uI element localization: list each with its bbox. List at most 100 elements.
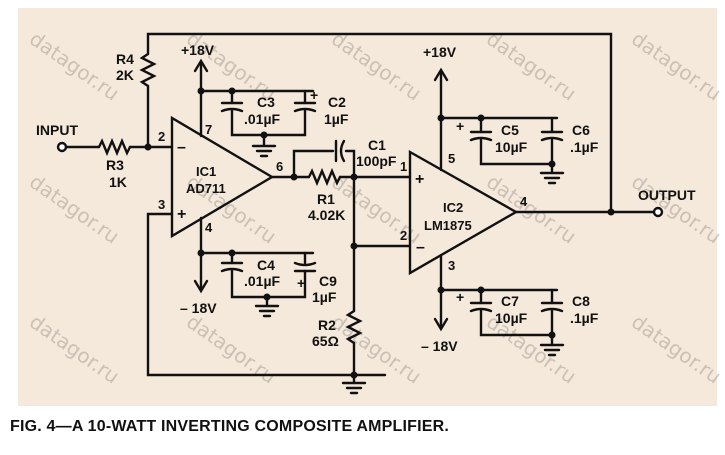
r2-ref: R2 — [318, 317, 336, 333]
r3-value: 1K — [109, 174, 127, 190]
junction-dot — [437, 286, 445, 294]
r2-resistor — [345, 309, 363, 345]
c7-plates — [469, 301, 493, 313]
c4-value: .01µF — [244, 273, 281, 289]
ic2-ref: IC2 — [443, 200, 463, 215]
output-terminal — [652, 206, 664, 218]
output-label: OUTPUT — [638, 187, 696, 203]
c5-polarity: + — [456, 118, 464, 134]
r3-ref: R3 — [106, 157, 124, 173]
c7-ref: C7 — [501, 293, 519, 309]
ic2-pin-vpos: 5 — [448, 151, 455, 166]
c5-plates — [469, 130, 493, 142]
ic2-part: LM1875 — [424, 218, 472, 233]
junction-dot — [350, 173, 358, 181]
ic2-pin-inv: 2 — [400, 228, 407, 243]
r4-ref: R4 — [116, 51, 134, 67]
c9-plates — [293, 261, 317, 273]
junction-dot — [260, 131, 268, 139]
ic1-pin-out: 6 — [276, 159, 283, 174]
c3-value: .01µF — [244, 111, 281, 127]
c6-ref: C6 — [572, 122, 590, 138]
r1-ref: R1 — [317, 191, 335, 207]
ic1-noninv-wire — [146, 212, 387, 377]
ic2-opamp — [408, 149, 519, 276]
c2-polarity: + — [310, 87, 318, 103]
input-label: INPUT — [36, 122, 78, 138]
c8-ref: C8 — [572, 293, 590, 309]
c1-plate-b — [339, 139, 346, 163]
ic1-ref: IC1 — [196, 164, 216, 179]
ic1-inv-sign: – — [177, 139, 186, 156]
junction-dot — [350, 371, 358, 379]
r2-value: 65Ω — [312, 333, 339, 349]
junction-dot — [548, 331, 556, 339]
ic2-vneg-arrow — [433, 317, 449, 332]
c3-plates — [220, 101, 244, 113]
ic1-noninv-sign: + — [177, 206, 186, 223]
c1-value: 100pF — [356, 153, 397, 169]
ic1-pin-inv: 2 — [158, 129, 165, 144]
ic2-vneg-label: – 18V — [421, 338, 458, 354]
ic2-pin-vneg: 3 — [448, 258, 455, 273]
r1-resistor — [307, 167, 342, 187]
junction-dot — [290, 173, 298, 181]
junction-dot — [437, 114, 445, 122]
junction-dot — [607, 208, 615, 216]
c6-value: .1µF — [570, 139, 599, 155]
junction-dot — [548, 160, 556, 168]
c9-value: 1µF — [312, 289, 337, 305]
ic2-vpos-label: +18V — [423, 44, 457, 60]
junction-dot — [263, 293, 271, 301]
junction-dot — [228, 87, 236, 95]
c2-plates — [293, 101, 317, 113]
c6-plates — [540, 130, 564, 142]
c4-ref: C4 — [257, 257, 275, 273]
r4-value: 2K — [116, 67, 134, 83]
junction-dot — [350, 242, 358, 250]
ic2-vneg-ground — [539, 333, 565, 357]
c2-value: 1µF — [324, 111, 349, 127]
c8-plates — [540, 301, 564, 313]
c1-ref: C1 — [368, 137, 386, 153]
ic1-pin-vneg: 4 — [205, 220, 213, 235]
c7-polarity: + — [456, 289, 464, 305]
r3-resistor — [97, 137, 132, 157]
c5-value: 10µF — [495, 139, 528, 155]
ic2-pin-noninv: 1 — [400, 159, 407, 174]
figure-caption: FIG. 4—A 10-WATT INVERTING COMPOSITE AMP… — [10, 418, 450, 435]
junction-dot — [477, 286, 485, 294]
c9-polarity: + — [297, 275, 305, 291]
ic2-vpos-ground — [539, 162, 565, 185]
ic1-vneg-label: – 18V — [180, 300, 217, 316]
ic1-vpos-ground — [251, 133, 277, 158]
ic2-inv-sign: – — [416, 239, 425, 256]
c5-ref: C5 — [501, 122, 519, 138]
junction-dot — [197, 87, 205, 95]
r4-resistor — [139, 52, 157, 88]
junction-dot — [197, 249, 205, 257]
ic1-pin-vpos: 7 — [205, 122, 212, 137]
ic1-pin-noninv: 3 — [158, 197, 165, 212]
c4-plates — [220, 261, 244, 273]
junction-dot — [477, 114, 485, 122]
c7-value: 10µF — [495, 310, 528, 326]
c2-ref: C2 — [328, 94, 346, 110]
c3-ref: C3 — [257, 94, 275, 110]
junction-dot — [144, 143, 152, 151]
ic1-vpos-label: +18V — [181, 42, 215, 58]
r1-value: 4.02K — [308, 207, 345, 223]
junction-dot — [228, 249, 236, 257]
r2-ground — [341, 381, 367, 395]
ic1-part: AD711 — [186, 181, 226, 196]
feedback-wire — [146, 32, 613, 214]
ic2-noninv-sign: + — [415, 171, 424, 188]
ic2-pin-out: 4 — [520, 194, 528, 209]
c8-value: .1µF — [570, 310, 599, 326]
c1-wire — [292, 149, 356, 179]
ic1-vneg-ground — [254, 295, 280, 318]
ic1-vneg-arrow — [193, 279, 209, 294]
ic1-opamp — [170, 115, 275, 239]
ic2-vpos-arrow — [433, 67, 449, 82]
